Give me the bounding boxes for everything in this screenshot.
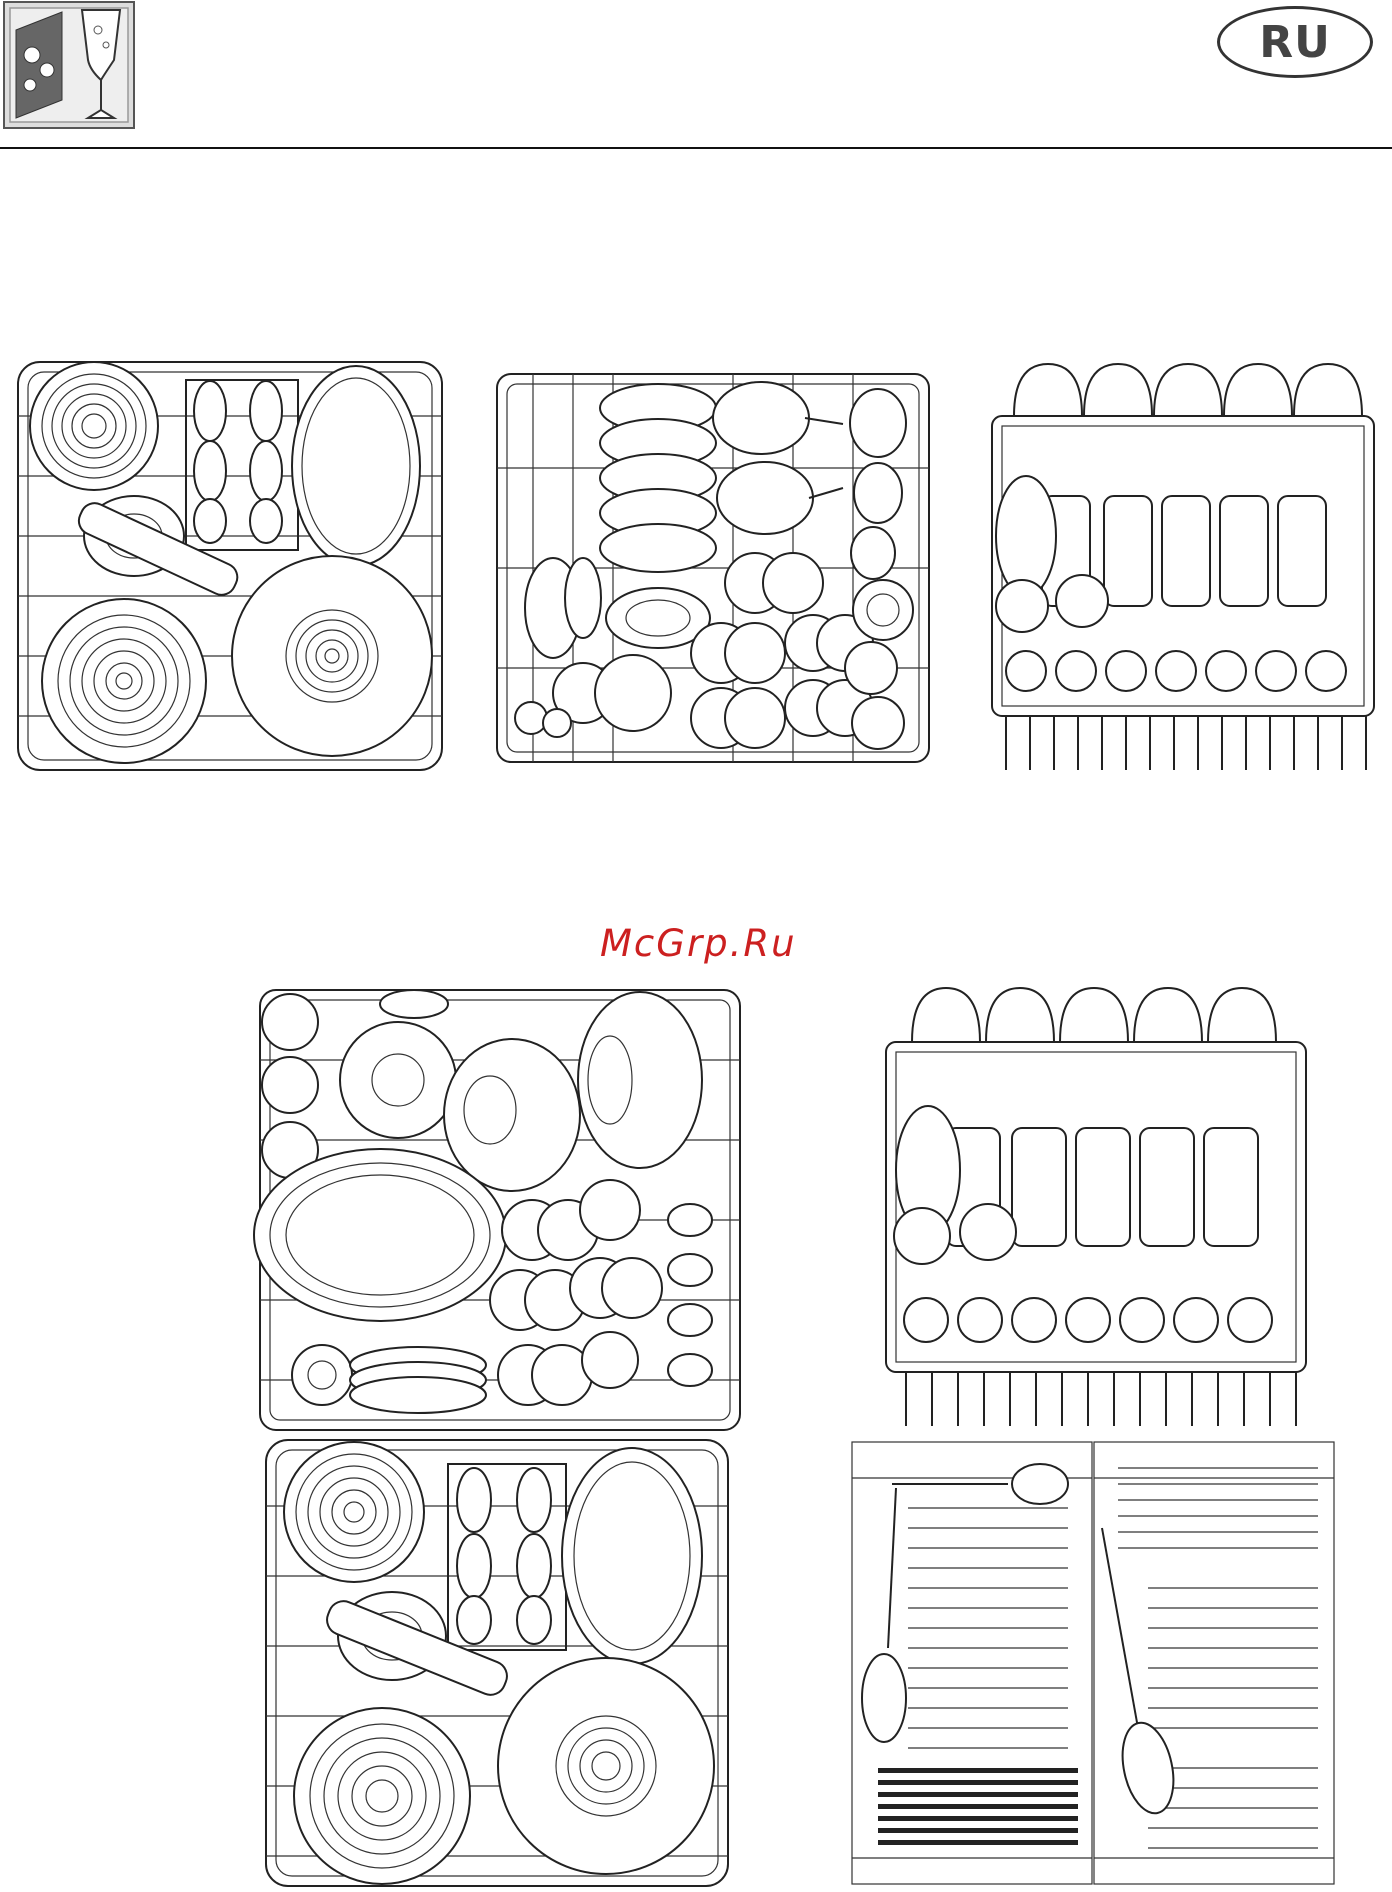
language-badge: RU <box>1217 6 1373 78</box>
frying-pan-2 <box>498 1658 714 1874</box>
header-divider <box>0 147 1392 149</box>
cup-row-top <box>1014 364 1362 416</box>
upper-basket-cups-glasses <box>876 980 1316 1430</box>
lower-basket-mixed-load <box>250 980 750 1435</box>
pot-top-left-2 <box>284 1442 424 1582</box>
wine-glasses <box>713 382 906 579</box>
cutlery-tray <box>848 1438 1338 1888</box>
spoon-right <box>1102 1528 1181 1818</box>
plate-stack <box>600 384 716 648</box>
cups <box>691 553 913 749</box>
dishwasher-glass-icon <box>2 0 136 130</box>
cup-row-top-2 <box>912 988 1276 1042</box>
watermark-text: McGrp.Ru <box>600 922 810 972</box>
plate-rack-center-2 <box>448 1464 566 1650</box>
oval-platter-2 <box>562 1448 702 1664</box>
saucers-2 <box>904 1298 1272 1342</box>
oval-platter <box>292 366 420 566</box>
lower-basket-plates-glasses <box>493 368 933 768</box>
oval-serving-platter <box>254 1149 506 1321</box>
spoon-left <box>862 1464 1068 1742</box>
upper-basket-cups <box>986 356 1380 774</box>
pot-bottom-left-2 <box>294 1708 470 1884</box>
pot-bottom-left <box>42 599 206 763</box>
tumblers <box>996 476 1326 632</box>
lower-basket-pots <box>14 356 446 776</box>
language-code: RU <box>1259 17 1331 68</box>
glass-cups <box>490 1180 662 1405</box>
saucers <box>1006 651 1346 691</box>
lower-basket-pots-pans <box>262 1436 732 1890</box>
forks-left <box>908 1508 1068 1748</box>
tumblers-2 <box>894 1106 1258 1264</box>
frying-pan <box>232 556 432 756</box>
plate-stack-bottom <box>350 1347 486 1413</box>
plate-rack-center <box>186 380 298 550</box>
mugs-right <box>668 1204 712 1386</box>
pot-top-left <box>30 362 158 490</box>
knives-dark <box>878 1768 1078 1845</box>
